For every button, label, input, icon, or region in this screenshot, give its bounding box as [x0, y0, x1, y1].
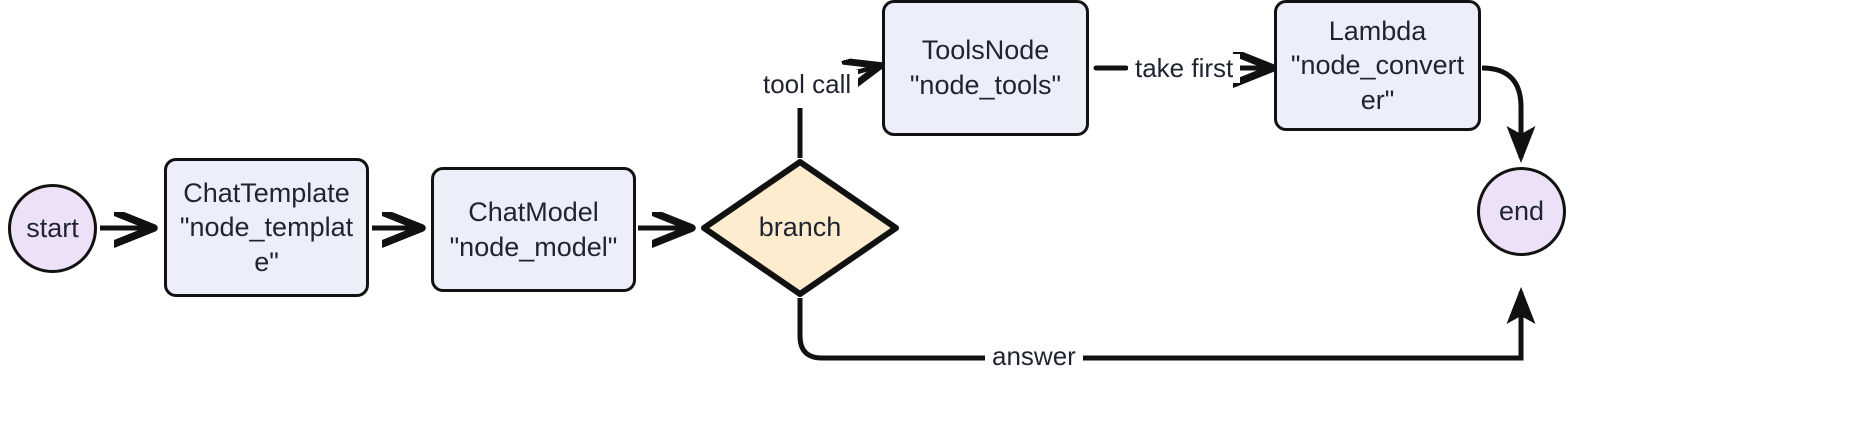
node-branch[interactable]: branch	[700, 158, 900, 298]
node-converter[interactable]: Lambda "node_convert er"	[1274, 0, 1481, 131]
edge-label-tool-call: tool call	[756, 70, 859, 99]
edge-branch-to-end-answer	[797, 287, 1536, 361]
node-chat-model[interactable]: ChatModel "node_model"	[431, 167, 636, 292]
node-chat-template-label: ChatTemplate "node_templat e"	[179, 177, 354, 277]
node-converter-label: Lambda "node_convert er"	[1290, 15, 1465, 115]
diamond-shape	[701, 159, 899, 297]
node-chat-model-label: ChatModel "node_model"	[449, 196, 618, 262]
node-tools-label: ToolsNode "node_tools"	[909, 35, 1062, 100]
node-branch-label: branch	[758, 212, 842, 243]
node-start-label: start	[26, 212, 79, 243]
edge-branch-to-tools	[797, 66, 879, 158]
node-start[interactable]: start	[8, 184, 97, 273]
node-tools[interactable]: ToolsNode "node_tools"	[882, 0, 1089, 136]
edge-label-take-first: take first	[1128, 54, 1241, 83]
edge-label-answer: answer	[985, 342, 1083, 371]
node-chat-template[interactable]: ChatTemplate "node_templat e"	[164, 158, 369, 297]
edge-converter-to-end	[1481, 65, 1536, 163]
node-end-label: end	[1498, 195, 1545, 226]
node-end[interactable]: end	[1477, 167, 1566, 256]
